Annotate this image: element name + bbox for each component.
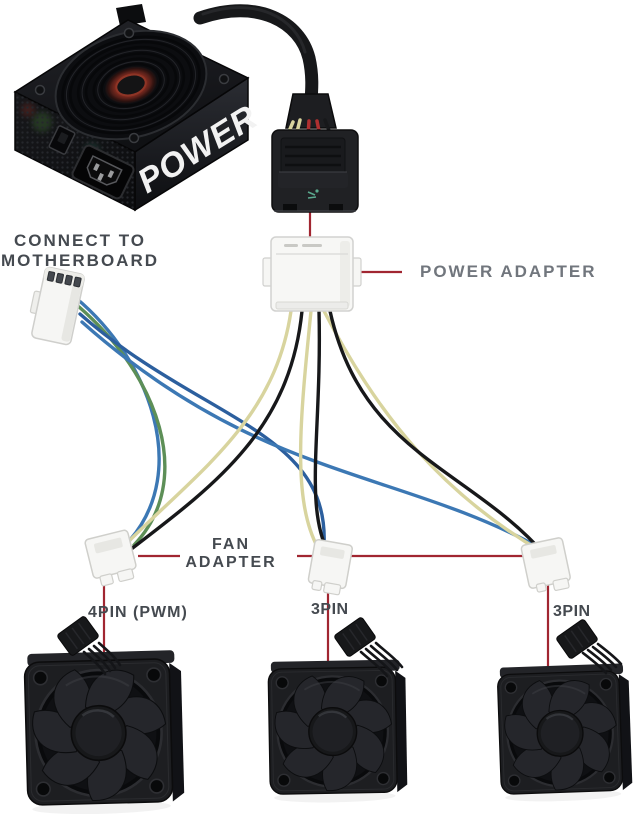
fan-plug-right [556,619,623,675]
psu-ac-inlet [71,144,135,200]
label-4pin-pwm: 4PIN (PWM) [88,604,188,621]
label-3pin-middle: 3PIN [311,601,349,618]
label-fan-adapter-line2: ADAPTER [185,554,276,571]
adapter-print [284,244,322,247]
psu-fan-screws [34,27,230,144]
label-fan-adapter-line1: FAN [212,536,250,553]
wire-harness [74,296,548,558]
fan-adapter-connector-middle [307,538,353,596]
case-fan-left [21,650,185,814]
brand-logo-mark [307,189,319,199]
wire-blue-to-right [80,320,542,550]
label-3pin-right: 3PIN [553,603,591,620]
label-connect-to: CONNECT TO [14,231,146,250]
wire-blue-to-middle [78,312,326,548]
power-adapter-connector [262,236,362,312]
case-fan-right [494,663,633,803]
power-supply-unit: POWER [13,4,264,212]
wire-yellow-to-right [322,309,544,554]
wire-black-to-left [128,309,304,552]
psu-top-tab [116,4,146,26]
wire-black-to-middle [313,309,330,554]
psu-fan-grille-icon [54,29,208,141]
fan-adapter-connector-right [520,537,571,593]
wire-green-to-left [76,304,167,547]
fan-plug-left [57,616,122,676]
wire-yellow-to-left [124,309,293,546]
fan-plug-middle [334,617,404,678]
molex-plug-black [271,129,359,213]
wire-black-to-right [328,309,548,558]
label-power-adapter: POWER ADAPTER [420,262,597,281]
case-fan-middle [265,659,408,803]
wire-yellow-to-middle [298,309,320,550]
motherboard-connector [29,266,85,346]
wire-blue-to-left [74,296,161,542]
fan-adapter-connector-left [84,529,137,587]
label-motherboard: MOTHERBOARD [1,251,159,270]
psu-power-switch [48,125,76,155]
